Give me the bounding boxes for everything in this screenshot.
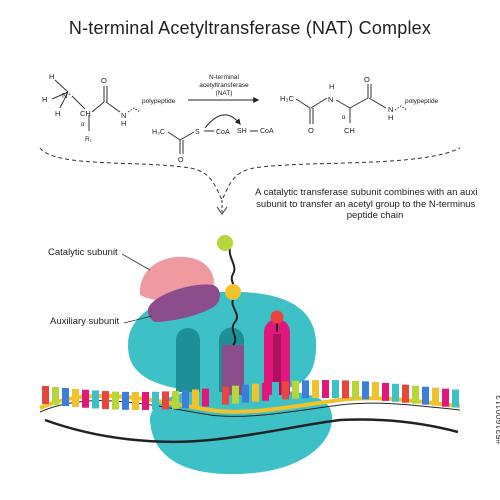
n-atom: N	[388, 105, 393, 114]
alpha-label: α	[342, 115, 346, 121]
mrna-base	[342, 380, 349, 399]
n-atom: N	[121, 111, 126, 120]
amino-acid-yellow	[225, 284, 241, 300]
mrna-base	[152, 391, 159, 410]
mrna-base	[282, 381, 289, 400]
enzyme-name: (NAT)	[216, 90, 233, 97]
coa-label: CoA	[260, 128, 274, 135]
mrna-base	[252, 383, 259, 402]
mrna-base	[242, 384, 249, 403]
h-atom: H	[121, 119, 126, 128]
catalytic-leader-line	[121, 253, 151, 271]
mrna-bases	[42, 380, 459, 410]
mrna-base	[42, 386, 49, 404]
mrna-base	[162, 391, 169, 410]
auxiliary-subunit-label: Auxiliary subunit	[50, 316, 120, 327]
page-title: N-terminal Acetyltransferase (NAT) Compl…	[68, 18, 432, 38]
mrna-base	[332, 380, 339, 399]
mrna-base	[382, 382, 389, 401]
mrna-base	[182, 390, 189, 409]
mrna-base	[92, 390, 99, 409]
mrna-base	[262, 382, 269, 401]
mrna-base	[112, 391, 119, 410]
mrna-base	[132, 391, 139, 410]
ch-group: CH	[80, 109, 91, 118]
coa-release-arrow	[204, 114, 241, 129]
mrna-base	[392, 383, 399, 402]
reactant-structure	[51, 79, 121, 131]
mrna-base	[172, 390, 179, 409]
ribosome-tunnel	[176, 328, 200, 392]
polypeptide-label: polypeptide	[405, 98, 439, 105]
r1-label: R₁	[85, 136, 93, 143]
stock-sidebar: #531600113	[478, 0, 500, 500]
o-atom: O	[101, 76, 107, 85]
mrna-base	[312, 380, 319, 399]
mrna-base	[432, 387, 439, 406]
enzyme-name: N-terminal	[209, 74, 240, 81]
acetyl-coa-structure	[167, 130, 214, 154]
h-atom: H	[388, 113, 393, 122]
mrna-base	[122, 391, 129, 410]
mrna-base	[72, 388, 79, 407]
s-atom: S	[195, 129, 200, 136]
mrna-base	[322, 380, 329, 399]
description-caption: A catalytic transferase subunit combines…	[255, 187, 495, 221]
product-structure	[295, 84, 387, 124]
mrna-base	[422, 386, 429, 405]
mrna-base	[142, 391, 149, 410]
h3c-label: H₃C	[152, 129, 165, 136]
mrna-base	[372, 382, 379, 401]
mrna-base	[232, 385, 239, 404]
mrna-base	[452, 389, 459, 408]
h-atom: H	[42, 95, 47, 104]
mrna-base	[192, 389, 199, 408]
mrna-base	[222, 386, 229, 405]
mrna-base	[52, 387, 59, 406]
h-atom: H	[329, 82, 334, 91]
ch-group: CH	[344, 126, 355, 135]
mrna-base	[82, 389, 89, 408]
dashed-brace	[39, 147, 461, 202]
auxiliary-subunit	[147, 284, 221, 322]
h-atom: H	[55, 109, 60, 118]
mrna-base	[412, 385, 419, 404]
n-plus-atom: N⁺	[62, 91, 71, 100]
h3c-label: H₃C	[280, 94, 294, 103]
coa-label: CoA	[216, 129, 230, 136]
amino-acid-red	[270, 310, 284, 324]
amino-acid-lime	[217, 235, 233, 251]
mrna-base	[352, 380, 359, 399]
mrna-base	[62, 387, 69, 406]
mrna-base	[362, 381, 369, 400]
alpha-label: α	[81, 122, 85, 128]
mrna-base	[212, 387, 219, 406]
mrna-base	[202, 388, 209, 407]
mrna-base	[402, 384, 409, 403]
o-atom: O	[308, 126, 314, 135]
trna-purple	[222, 345, 244, 395]
mrna-base	[102, 391, 109, 410]
n-atom: N	[328, 95, 333, 104]
h-atom: H	[49, 72, 54, 81]
mrna-base	[292, 380, 299, 399]
o-atom: O	[364, 75, 370, 84]
enzyme-name: acetyltransferase	[199, 82, 249, 89]
polypeptide-label: polypeptide	[142, 98, 176, 105]
mrna-base	[272, 381, 279, 400]
dna-strand	[44, 418, 459, 444]
mrna-base	[442, 388, 449, 407]
sh-label: SH	[237, 128, 247, 135]
mrna-base	[302, 380, 309, 399]
stock-id: #531600113	[494, 395, 500, 445]
catalytic-subunit-label: Catalytic subunit	[48, 247, 118, 258]
o-atom: O	[178, 157, 184, 164]
auxiliary-leader-line	[123, 315, 153, 324]
